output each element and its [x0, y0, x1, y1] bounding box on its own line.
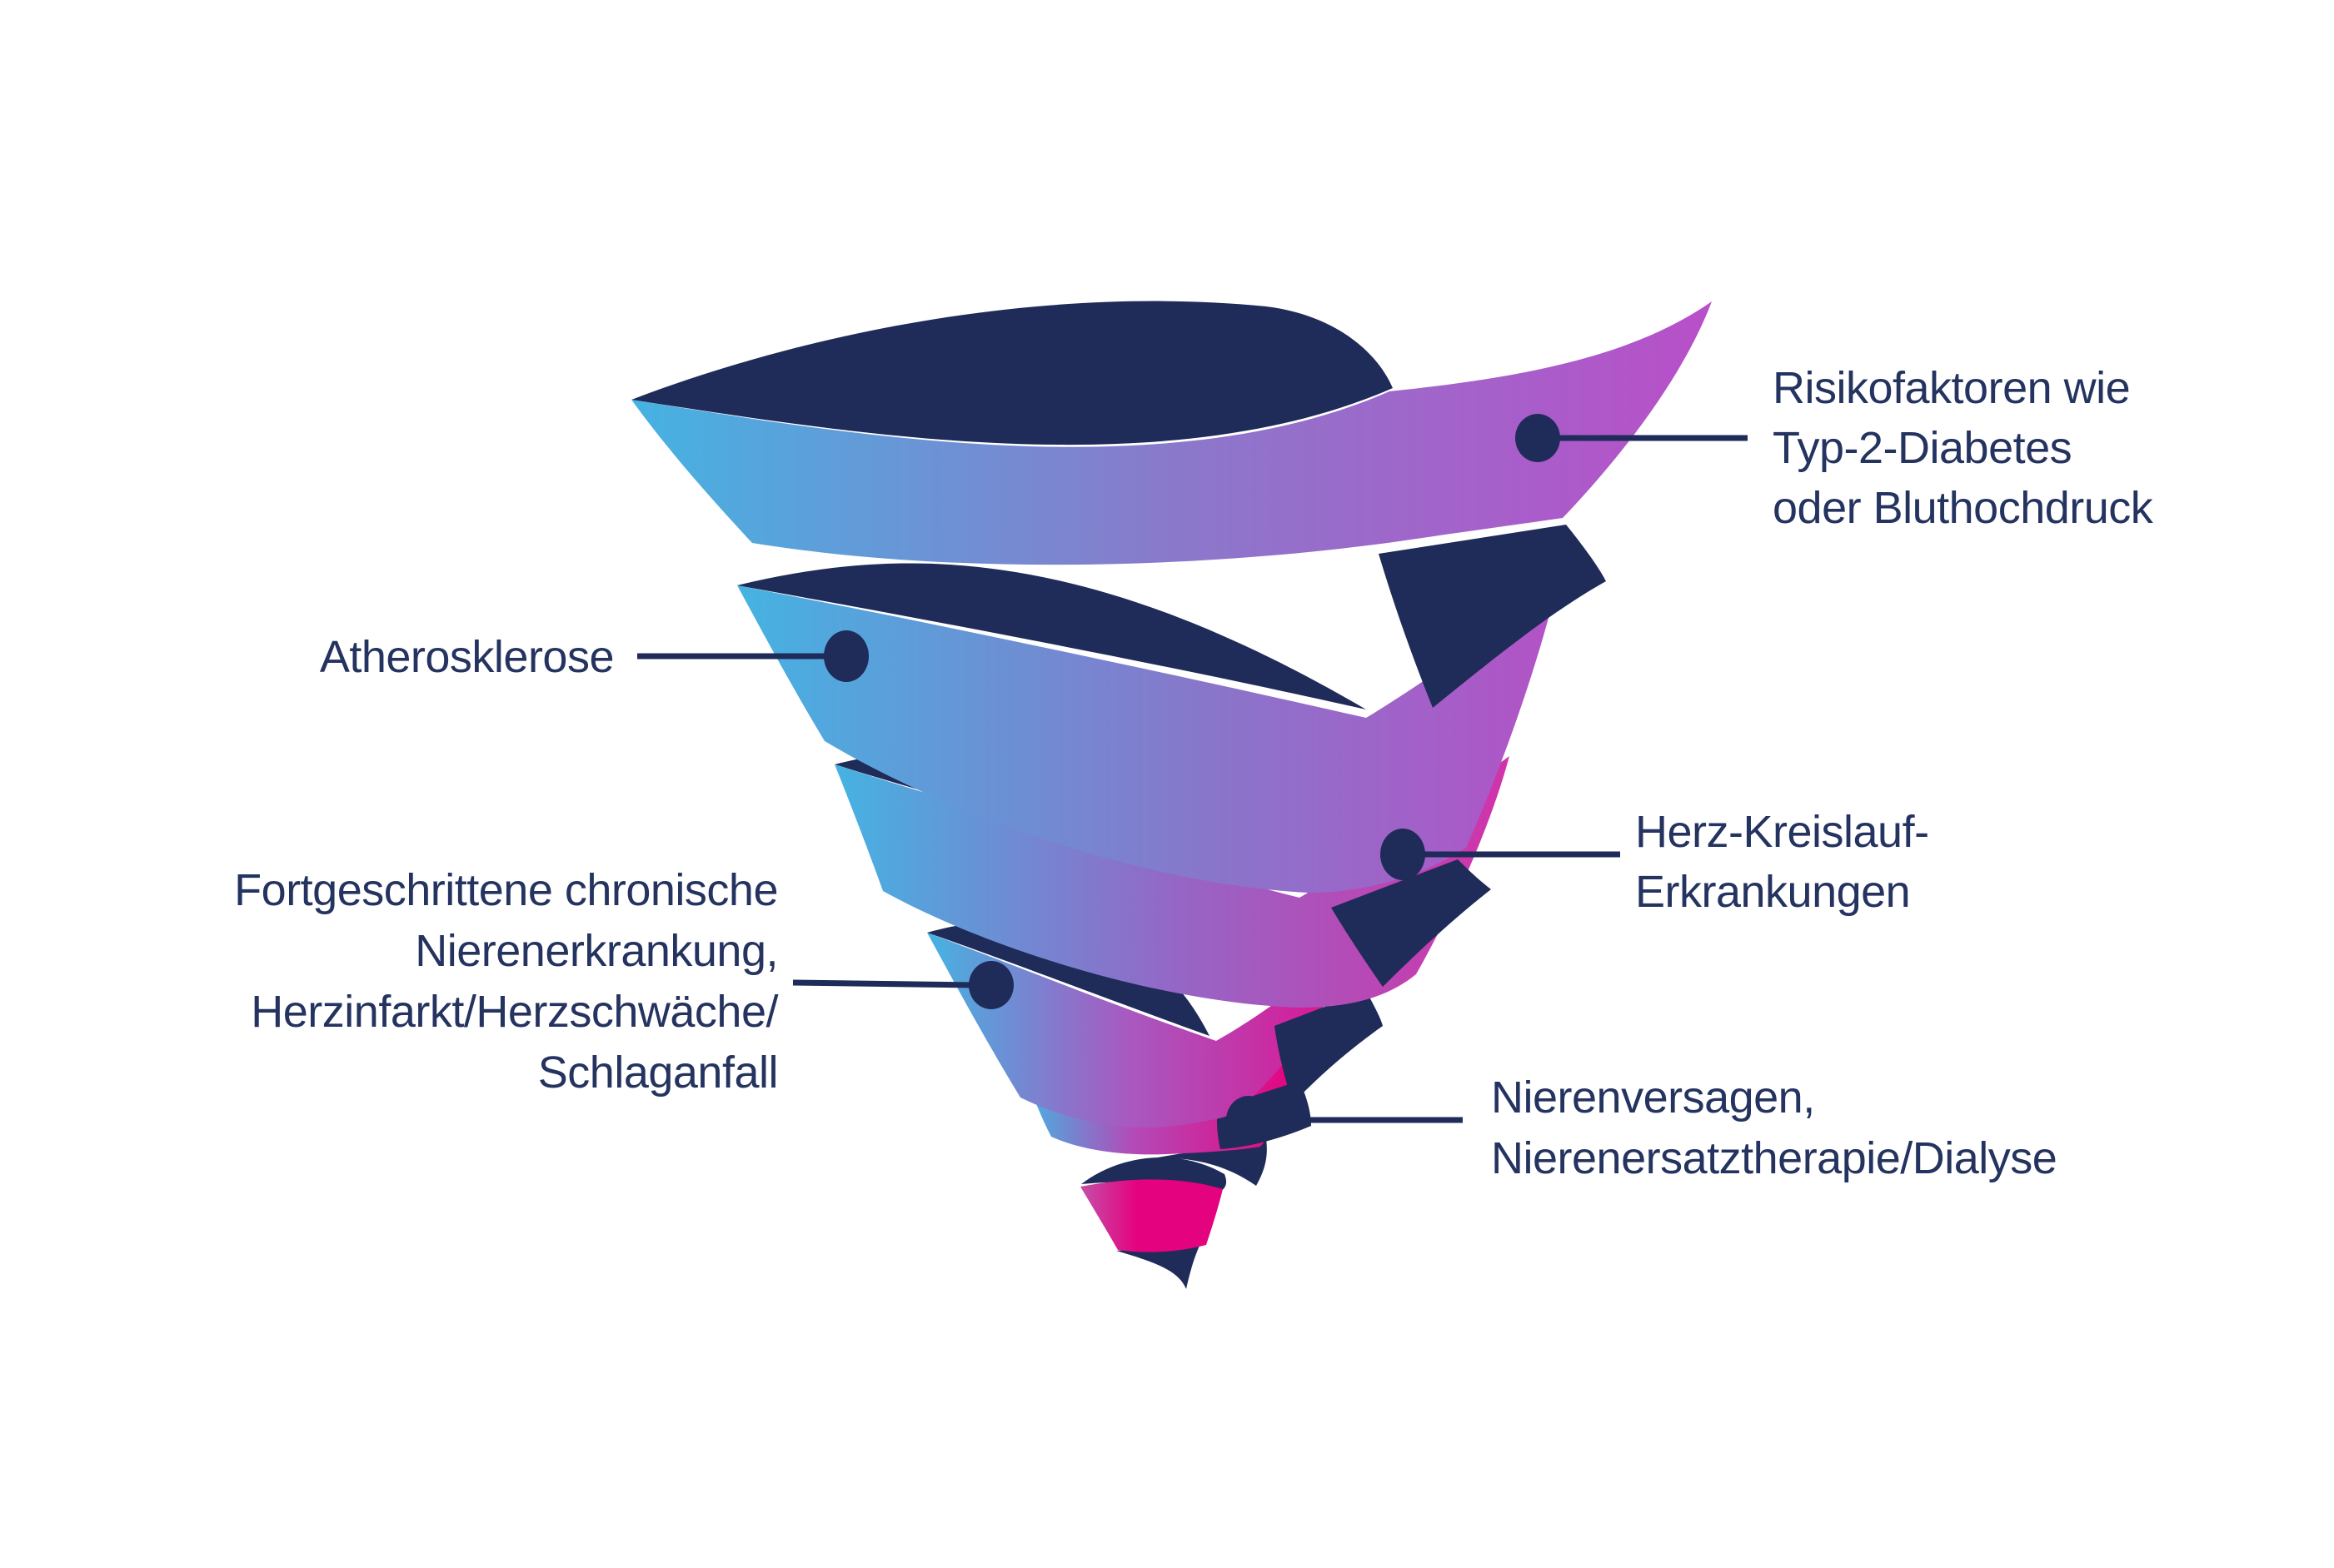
label-advanced-ckd-line-1: Fortgeschrittene chronische: [234, 865, 778, 915]
funnel-tier-atherosclerosis: [737, 525, 1606, 893]
label-kidney-failure-line-1: Nierenversagen,: [1491, 1073, 1815, 1122]
funnel-band-advanced-ckd: [927, 933, 1356, 1127]
funnel-back-wall-2: [1379, 525, 1606, 708]
label-cardiovascular-line-2: Erkrankungen: [1635, 867, 1910, 917]
label-kidney-failure-line-2: Nierenersatztherapie/Dialyse: [1491, 1133, 2057, 1183]
funnel-tip: [1080, 1139, 1267, 1289]
label-advanced-ckd-line-3: Herzinfarkt/Herzschwäche/: [251, 987, 778, 1037]
funnel-inner-eye-4: [927, 919, 1209, 1036]
callout-dot-cardiovascular: [1380, 829, 1425, 880]
label-risk-factors-line-2: Typ-2-Diabetes: [1773, 423, 2072, 473]
label-atherosclerosis: Atherosklerose: [320, 632, 615, 682]
funnel-tier-risk-factors: [631, 301, 1712, 565]
funnel-inner-eye-1: [631, 301, 1393, 446]
callout-dot-risk-factors: [1515, 414, 1560, 462]
funnel-back-wall-3: [1331, 859, 1491, 987]
label-advanced-ckd-line-2: Nierenerkrankung,: [415, 926, 778, 976]
funnel-tip-back-wall: [1148, 1139, 1267, 1186]
label-advanced-ckd-line-4: Schlaganfall: [538, 1048, 778, 1098]
label-risk-factors: Risikofaktoren wie Typ-2-Diabetes oder B…: [1773, 363, 2154, 533]
label-kidney-failure: Nierenversagen, Nierenersatztherapie/Dia…: [1491, 1073, 2057, 1183]
callout-line-advanced-ckd: [792, 979, 975, 988]
funnel-tip-band: [1080, 1179, 1223, 1252]
label-risk-factors-line-1: Risikofaktoren wie: [1773, 363, 2130, 413]
label-cardiovascular: Herz-Kreislauf- Erkrankungen: [1635, 807, 1929, 917]
funnel-back-wall-4: [1274, 991, 1383, 1103]
callout-dot-advanced-ckd: [969, 961, 1014, 1009]
funnel-band-risk-factors: [631, 301, 1712, 565]
funnel-band-atherosclerosis: [737, 583, 1558, 893]
funnel-inner-eye-2: [737, 563, 1366, 709]
callout-dot-kidney-failure: [1226, 1096, 1271, 1144]
label-cardiovascular-line-1: Herz-Kreislauf-: [1635, 807, 1929, 857]
callouts: [637, 435, 1748, 1123]
label-advanced-ckd: Fortgeschrittene chronische Nierenerkran…: [234, 865, 779, 1098]
label-atherosclerosis-line-1: Atherosklerose: [320, 632, 614, 682]
callout-dots: [824, 414, 1560, 1144]
funnel-tier-advanced-ckd: [927, 919, 1383, 1127]
callout-dot-atherosclerosis: [824, 630, 869, 682]
label-risk-factors-line-3: oder Bluthochdruck: [1773, 483, 2154, 533]
